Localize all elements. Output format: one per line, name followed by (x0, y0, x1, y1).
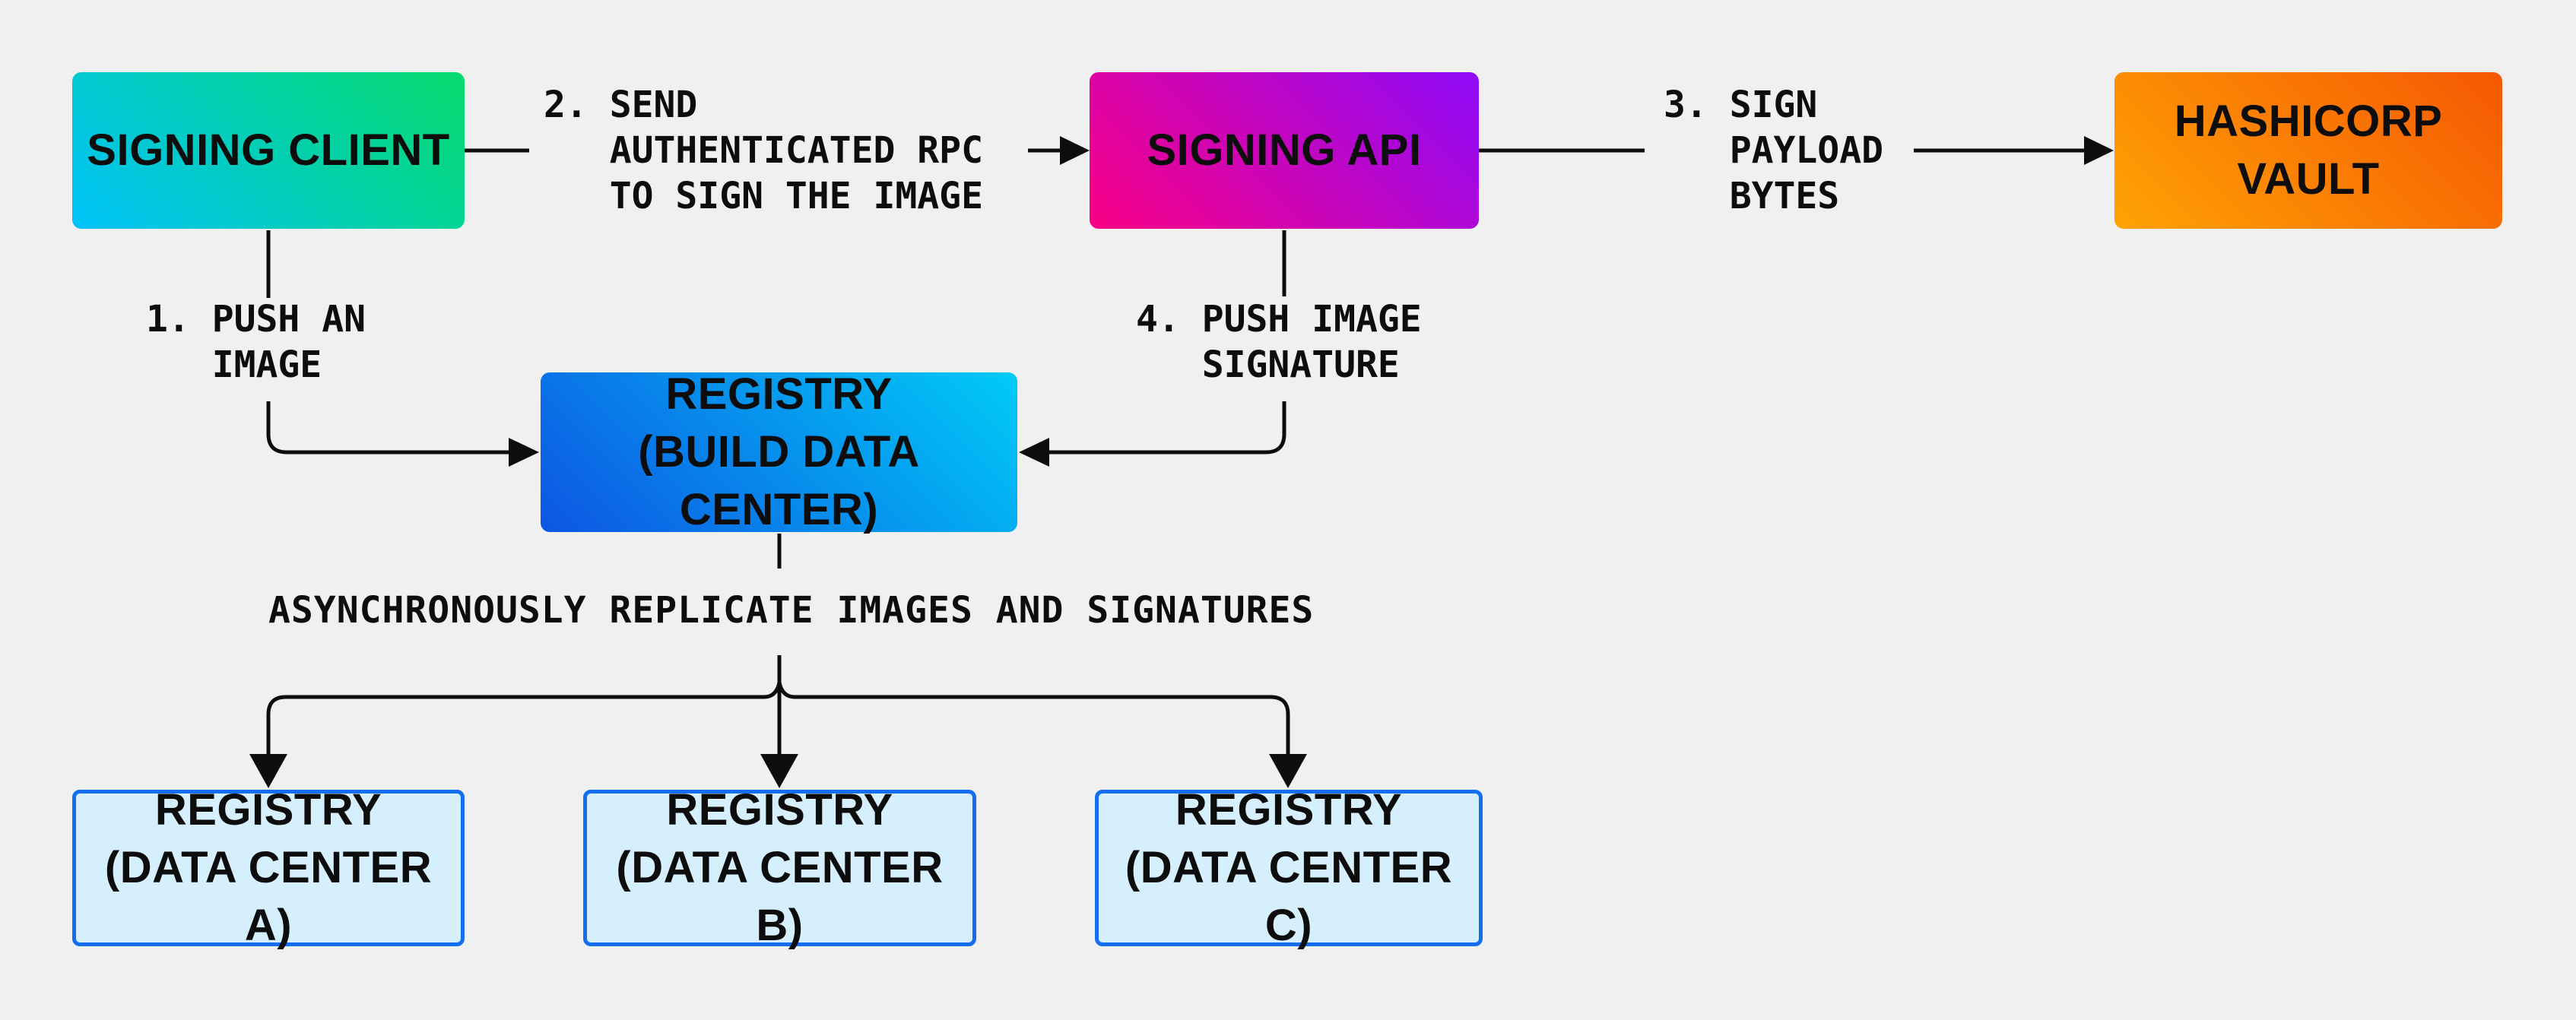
arrowhead-into-dc-c-icon (1269, 754, 1307, 788)
step4-elbow-line (1048, 401, 1286, 455)
step1-elbow-line (266, 401, 510, 455)
arrowhead-into-registry-left-icon (509, 438, 539, 467)
replicate-label: ASYNCHRONOUSLY REPLICATE IMAGES AND SIGN… (268, 589, 1315, 632)
arrowhead-into-registry-right-icon (1019, 438, 1049, 467)
arrowhead-into-dc-b-icon (760, 754, 798, 788)
registry-build-label: REGISTRY (BUILD DATA CENTER) (638, 369, 920, 534)
arrowhead-into-api-icon (1060, 136, 1090, 165)
signing-client-label: SIGNING CLIENT (87, 125, 450, 175)
step3-sign-payload-label: 3. SIGN PAYLOAD BYTES (1664, 84, 1883, 217)
registry-build-node: REGISTRY (BUILD DATA CENTER) (541, 369, 1017, 534)
registry-datacenter-b-label: REGISTRY (DATA CENTER B) (616, 785, 944, 950)
signing-api-node: SIGNING API (1090, 72, 1479, 229)
hashicorp-vault-node: HASHICORP VAULT (2114, 72, 2502, 229)
signing-api-label: SIGNING API (1147, 125, 1422, 175)
step1-push-image-label: 1. PUSH AN IMAGE (146, 298, 366, 386)
arrowhead-into-vault-icon (2084, 136, 2114, 165)
registry-datacenter-c-label: REGISTRY (DATA CENTER C) (1125, 785, 1453, 950)
registry-datacenter-a-node: REGISTRY (DATA CENTER A) (72, 785, 465, 950)
signing-client-node: SIGNING CLIENT (72, 72, 465, 229)
registry-datacenter-b-node: REGISTRY (DATA CENTER B) (583, 785, 976, 950)
step2-send-rpc-label: 2. SEND AUTHENTICATED RPC TO SIGN THE IM… (544, 84, 983, 217)
step4-push-signature-label: 4. PUSH IMAGE SIGNATURE (1136, 298, 1422, 386)
registry-datacenter-c-node: REGISTRY (DATA CENTER C) (1095, 785, 1483, 950)
registry-datacenter-a-label: REGISTRY (DATA CENTER A) (104, 785, 433, 950)
arrowhead-into-dc-a-icon (249, 754, 287, 788)
hashicorp-vault-label: HASHICORP VAULT (2174, 97, 2443, 204)
fanout-branch-line (266, 682, 1290, 715)
